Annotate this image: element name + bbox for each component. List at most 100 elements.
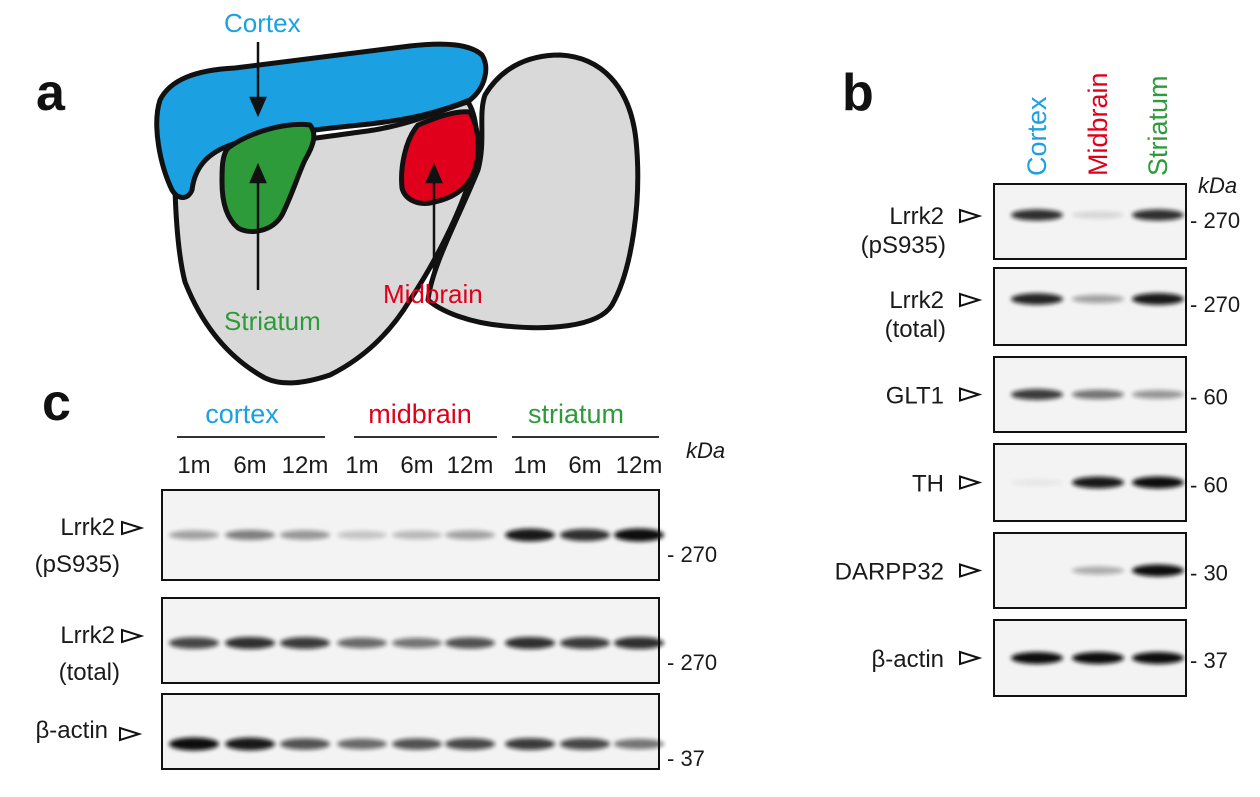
panel-b-column-striatum: Striatum <box>1143 75 1173 176</box>
band <box>225 529 275 541</box>
band <box>614 738 664 750</box>
band <box>614 528 664 542</box>
band <box>392 530 442 540</box>
midbrain-label: Midbrain <box>383 279 483 309</box>
blot-label-sub: (pS935) <box>861 232 946 259</box>
band <box>1132 652 1184 664</box>
blot-label: Lrrk2 <box>889 203 944 230</box>
band <box>1132 476 1184 489</box>
blot-label: DARPP32 <box>835 559 944 586</box>
arrow-head-icon <box>121 520 145 536</box>
age-label: 12m <box>447 452 494 479</box>
blot-label-sub: (total) <box>885 316 946 343</box>
kda-marker: - 60 <box>1190 473 1228 498</box>
band <box>1132 390 1184 399</box>
band <box>280 530 330 540</box>
arrow-head-icon <box>121 628 145 644</box>
band <box>280 738 330 750</box>
kda-marker: - 270 <box>667 650 717 675</box>
band <box>392 738 442 750</box>
cortex-label: Cortex <box>224 8 301 38</box>
band <box>225 636 275 650</box>
panel-b-blot-5: β-actin - 37 <box>872 619 1228 697</box>
band <box>445 738 495 750</box>
age-label: 12m <box>616 452 663 479</box>
age-label: 1m <box>345 452 378 479</box>
panel-b-kda-label: kDa <box>1198 173 1237 198</box>
band <box>1011 389 1063 400</box>
panel-b-column-midbrain: Midbrain <box>1083 72 1113 176</box>
band <box>280 637 330 649</box>
arrow-head-icon <box>959 208 983 224</box>
blot-frame <box>993 267 1187 346</box>
arrow-head-icon <box>959 475 983 490</box>
panel-b-column-cortex: Cortex <box>1022 96 1052 176</box>
blot-label-sub: (pS935) <box>35 551 120 578</box>
blot-label: Lrrk2 <box>889 287 944 314</box>
band <box>445 637 495 649</box>
panel-c-group-midbrain: midbrain <box>368 399 472 429</box>
band <box>560 637 610 649</box>
band <box>337 738 387 750</box>
band <box>560 738 610 750</box>
kda-marker: - 60 <box>1190 385 1228 410</box>
kda-marker: - 37 <box>1190 648 1228 673</box>
band <box>1072 211 1124 219</box>
panel-c-group-striatum: striatum <box>528 399 624 429</box>
blot-frame <box>993 183 1187 260</box>
band <box>505 738 555 750</box>
panel-b-blot-4: DARPP32 - 30 <box>835 532 1228 609</box>
age-label: 6m <box>400 452 433 479</box>
panel-c-letter: c <box>42 374 71 432</box>
age-label: 6m <box>233 452 266 479</box>
band <box>337 637 387 649</box>
panel-c-blot-0: Lrrk2(pS935)- 270 <box>35 489 717 581</box>
band <box>1072 652 1124 664</box>
kda-marker: - 270 <box>1190 208 1240 233</box>
arrow-head-icon <box>959 387 983 402</box>
band <box>225 737 275 751</box>
band <box>1011 209 1063 221</box>
blot-frame <box>161 693 660 770</box>
blot-label-sub: (total) <box>59 659 120 686</box>
band <box>1011 293 1063 305</box>
panel-b-letter: b <box>842 64 874 122</box>
band <box>1132 209 1184 221</box>
kda-marker: - 270 <box>1190 292 1240 317</box>
band <box>1011 479 1063 486</box>
band <box>169 637 219 649</box>
arrow-head-icon <box>959 563 983 578</box>
cortex-arrow <box>249 42 267 118</box>
band <box>169 737 219 751</box>
panel-b-blot-0: Lrrk2(pS935) - 270 <box>861 183 1240 260</box>
midbrain-region <box>399 109 481 206</box>
panel-b-blot-1: Lrrk2(total) - 270 <box>885 267 1240 346</box>
arrow-head-icon <box>959 650 983 666</box>
band <box>614 636 664 650</box>
panel-a-letter: a <box>36 64 66 122</box>
brain-schematic: Cortex Striatum Midbrain <box>154 8 641 386</box>
band <box>445 530 495 540</box>
band <box>560 528 610 542</box>
band <box>1072 476 1124 489</box>
band <box>337 530 387 540</box>
blot-label: β-actin <box>872 646 945 673</box>
panel-b-blot-3: TH- 60 <box>912 443 1228 522</box>
striatum-label: Striatum <box>224 306 321 336</box>
panel-c-kda-label: kDa <box>686 438 725 463</box>
band <box>1132 564 1184 577</box>
age-label: 1m <box>177 452 210 479</box>
band <box>1072 389 1124 400</box>
panel-c-group-cortex: cortex <box>205 399 279 429</box>
cortex-region <box>154 41 489 200</box>
band <box>169 530 219 540</box>
panel-b-blot-2: GLT1 - 60 <box>886 356 1228 433</box>
kda-marker: - 30 <box>1190 561 1228 586</box>
blot-label: GLT1 <box>886 383 944 410</box>
kda-marker: - 37 <box>667 746 705 771</box>
blot-label: Lrrk2 <box>60 514 115 541</box>
arrow-head-icon <box>959 292 983 308</box>
arrow-head-icon <box>119 726 143 742</box>
